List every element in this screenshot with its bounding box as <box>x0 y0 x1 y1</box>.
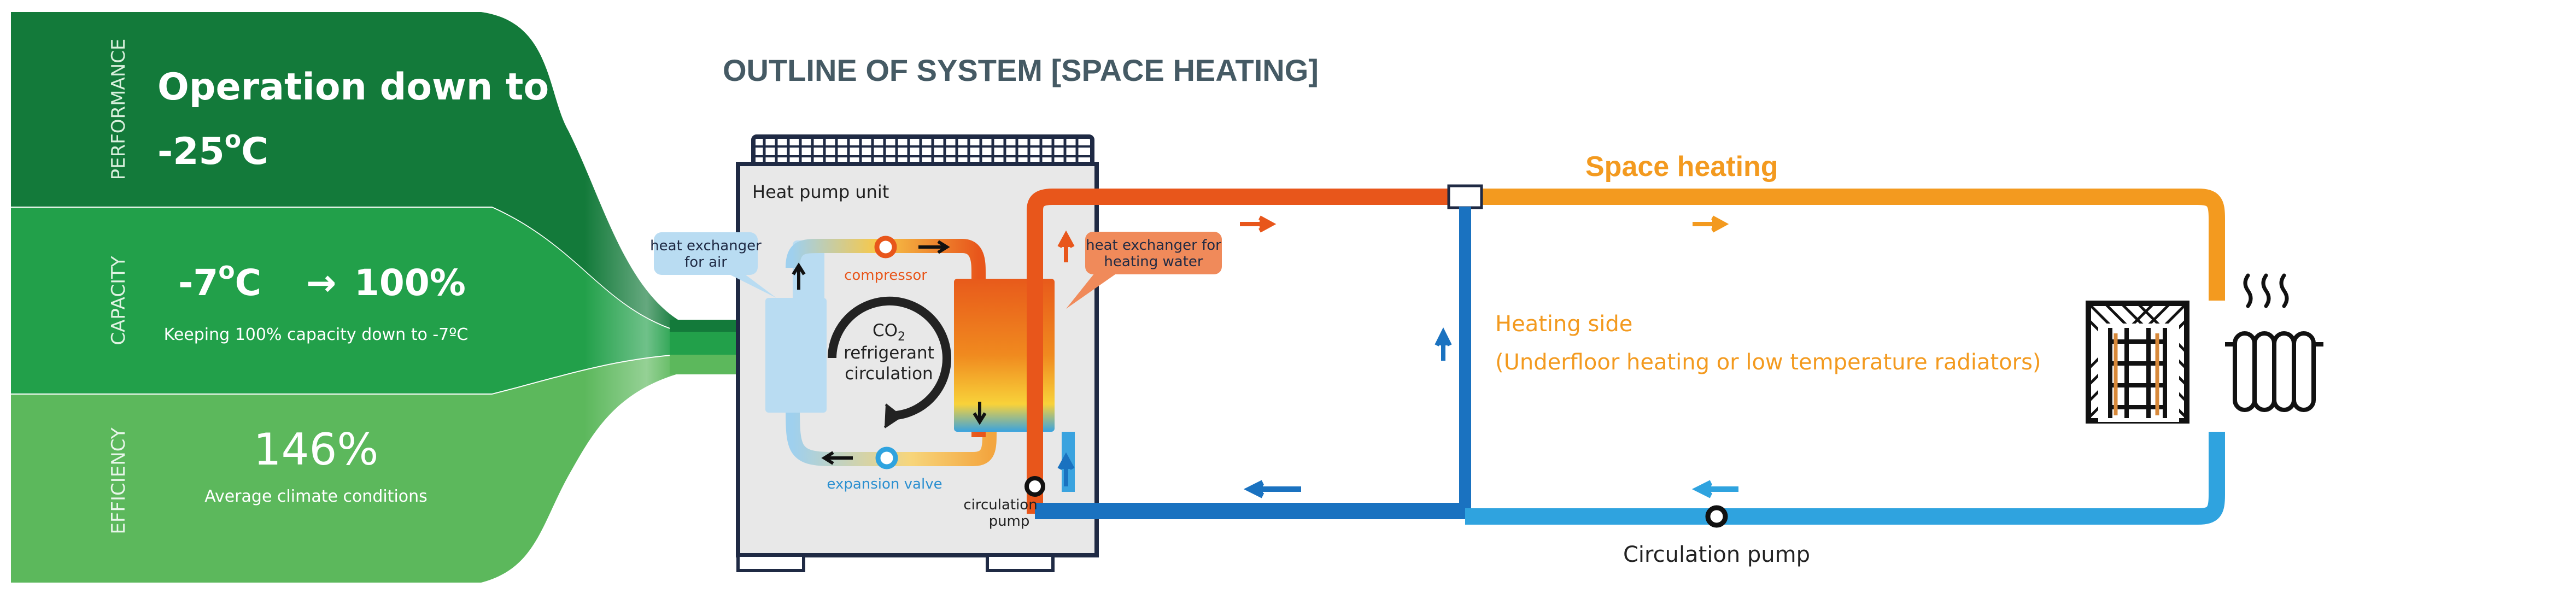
flow-arrow-icon <box>1057 230 1075 262</box>
flow-arrow-icon <box>1240 215 1277 233</box>
capacity-result: 100% <box>354 262 466 304</box>
capacity-degree: o <box>218 257 235 285</box>
refrigerant-label-3: circulation <box>845 364 933 384</box>
radiator-icon <box>2225 273 2323 412</box>
heat-exchanger-air <box>765 298 827 413</box>
refrigerant-circulation-icon <box>828 296 951 428</box>
flow-arrow-icon <box>1057 452 1075 486</box>
capacity-panel: CAPACITY -7oC → 100% Keeping 100% capaci… <box>11 208 678 393</box>
refrigerant-label-2: refrigerant <box>844 343 934 363</box>
performance-value-degree: o <box>225 126 241 154</box>
efficiency-side-label: EFFICIENCY <box>108 427 130 534</box>
efficiency-subtext: Average climate conditions <box>204 487 428 506</box>
heating-circuit: circulation pump <box>963 184 2225 530</box>
efficiency-value: 146% <box>254 424 379 475</box>
performance-headline: Operation down to <box>157 66 549 109</box>
capacity-arrow-icon: → <box>306 262 336 304</box>
diagram-title: OUTLINE OF SYSTEM [SPACE HEATING] <box>723 53 1319 87</box>
flow-arrow-icon <box>1243 480 1301 498</box>
underfloor-heating-icon <box>2086 301 2189 424</box>
return-pipe-light <box>1465 432 2225 525</box>
heating-side-note: (Underfloor heating or low temperature r… <box>1495 350 2041 375</box>
performance-value: -25oC <box>157 126 268 173</box>
flow-arrow-icon <box>821 451 853 465</box>
unit-foot-left <box>736 554 805 572</box>
hx-water-label-1: heat exchanger for <box>1086 237 1221 254</box>
capacity-subtext: Keeping 100% capacity down to -7ºC <box>164 325 469 344</box>
capacity-side-label: CAPACITY <box>108 256 130 345</box>
capacity-headline: -7oC <box>178 257 261 304</box>
hx-water-callout: heat exchanger for heating water <box>1066 232 1222 309</box>
hx-air-callout: heat exchanger for air <box>650 232 776 298</box>
pump-icon <box>1705 505 1728 528</box>
flow-arrow-icon <box>1691 480 1738 498</box>
performance-headline-prefix: Operation down to <box>157 66 549 109</box>
compressor-icon <box>874 236 897 259</box>
refrigerant-label-1: CO2 <box>873 321 905 344</box>
fan-grille-icon <box>751 134 1094 167</box>
capacity-unit: C <box>235 262 261 304</box>
unit-label: Heat pump unit <box>752 181 889 202</box>
flow-arrow-icon <box>792 262 806 290</box>
pump-icon <box>1024 476 1045 497</box>
flow-arrow-icon <box>1693 215 1729 233</box>
flow-arrow-icon <box>1435 327 1452 361</box>
flow-arrow-icon <box>918 240 950 254</box>
capacity-temp: -7 <box>178 262 218 304</box>
performance-panel: PERFORMANCE Operation down to -25oC <box>11 12 678 331</box>
flow-arrow-icon <box>973 402 987 425</box>
circ-pump-label-1: circulation <box>963 497 1037 513</box>
circ-pump-label-2: pump <box>989 513 1030 530</box>
hx-air-label-2: for air <box>684 254 727 271</box>
expansion-valve-icon <box>875 447 898 469</box>
compressor-label: compressor <box>844 267 927 284</box>
supply-pipe-warm <box>1465 189 2225 301</box>
efficiency-panel: EFFICIENCY 146% Average climate conditio… <box>11 355 678 583</box>
performance-value-unit: C <box>241 130 268 173</box>
tee-fitting <box>1447 184 1483 209</box>
hx-air-label-1: heat exchanger <box>650 238 762 254</box>
hx-water-label-2: heating water <box>1104 254 1203 270</box>
space-heating-label: Space heating <box>1585 151 1778 183</box>
circulation-pump-label: Circulation pump <box>1623 542 1810 567</box>
unit-foot-right <box>986 554 1055 572</box>
expansion-valve-label: expansion valve <box>827 476 942 492</box>
performance-side-label: PERFORMANCE <box>108 39 130 180</box>
heating-side-label: Heating side <box>1495 312 1632 337</box>
performance-value-number: -25 <box>157 130 225 173</box>
supply-pipe <box>1027 189 1465 514</box>
